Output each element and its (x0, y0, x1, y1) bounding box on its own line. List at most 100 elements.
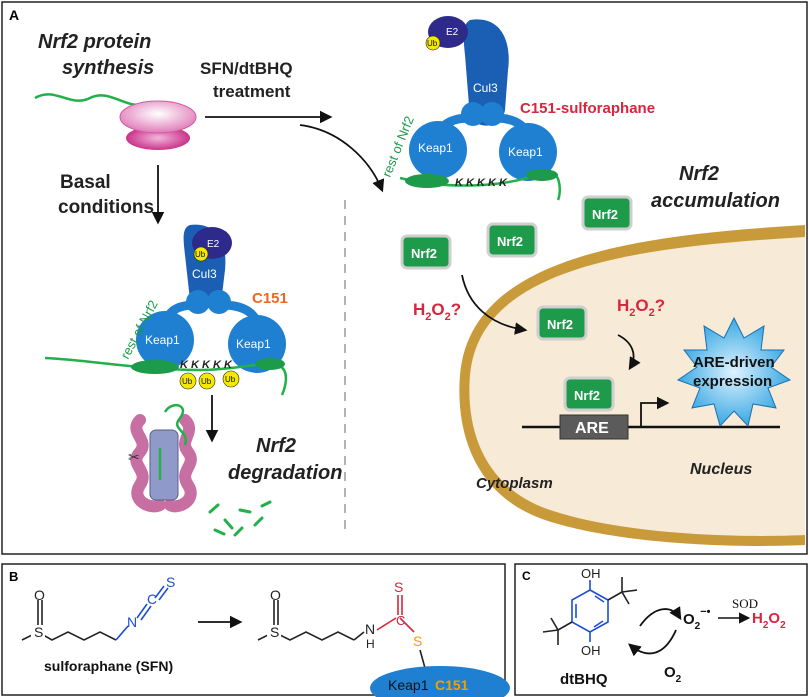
cul3-treated (463, 19, 509, 126)
cul3-label-basal: Cul3 (192, 267, 217, 281)
nrf2-fragments (208, 500, 272, 537)
svg-text:Nrf2: Nrf2 (574, 388, 600, 403)
ub-label-basal: Ub (195, 250, 206, 259)
redox-cycle-arrow-top (639, 606, 682, 627)
nrf2-box-2: Nrf2 (486, 222, 538, 258)
svg-text:H2O2?: H2O2? (413, 300, 461, 323)
basal-label-2: conditions (58, 197, 154, 218)
h2o2-product-c: H2O2 (752, 610, 786, 631)
lysines-treated: K K K K K (455, 177, 508, 189)
accumulation-label-1: Nrf2 (679, 163, 719, 185)
sfn-ncs-bonds (115, 625, 129, 641)
dtbhq-label: dtBHQ (560, 671, 608, 688)
sfn-name-label: sulforaphane (SFN) (44, 658, 173, 674)
keap1-label-left-t: Keap1 (418, 141, 453, 155)
nrf2-box-4: Nrf2 (536, 305, 588, 341)
proteasome: ✂ (128, 403, 197, 513)
transcription-arrow (640, 396, 670, 427)
nucleus-label: Nucleus (690, 461, 752, 478)
svg-text:Nrf2: Nrf2 (592, 207, 618, 222)
c151-label-b: C151 (435, 677, 469, 693)
ub-chain-1 (179, 372, 197, 390)
keap1-label-right-b: Keap1 (236, 337, 271, 351)
dtbhq-oh-bottom: OH (581, 643, 601, 658)
sod-label: SOD (732, 596, 758, 611)
adduct-dithiocarbamate (376, 595, 415, 633)
svg-text:H2O2: H2O2 (752, 610, 786, 631)
nrf2-domain-right-b (255, 358, 285, 370)
svg-text:Nrf2: Nrf2 (497, 234, 523, 249)
lysines-basal: K K K K K (180, 359, 233, 371)
sfn-atom-s: S (34, 624, 43, 640)
svg-text:Nrf2: Nrf2 (411, 246, 437, 261)
dtbhq-structure (571, 580, 609, 642)
c151-label: C151 (252, 290, 288, 307)
complex-basal: Cul3 E2 Ub Keap1 Keap1 C151 K K K K K Ub… (44, 224, 288, 396)
keap1-left-treated (409, 121, 467, 179)
panel-c-frame (514, 563, 808, 696)
c151-sfn-label: C151-sulforaphane (520, 100, 655, 117)
panel-c-letter: C (522, 569, 531, 583)
svg-text:Nrf2: Nrf2 (547, 317, 573, 332)
adduct-atom-o: O (270, 587, 281, 603)
adduct-atom-n: N (365, 621, 375, 637)
ub-chain-label-1: Ub (182, 377, 193, 386)
nrf2-box-bound: Nrf2 (563, 376, 615, 412)
are-expression-label-1: ARE-driven (693, 354, 775, 371)
are-label: ARE (575, 420, 609, 437)
e2-label-treated: E2 (446, 27, 459, 38)
svg-text:O2−•: O2−• (683, 606, 711, 632)
e2-label-basal: E2 (207, 239, 220, 250)
adduct-atom-h: H (366, 637, 375, 651)
ub-basal (193, 246, 209, 262)
sfn-atom-o: O (34, 587, 45, 603)
synthesis-label-1: Nrf2 protein (38, 31, 151, 53)
adduct-s-cys-bond (419, 649, 426, 669)
ub-chain-label-3: Ub (225, 375, 236, 384)
are-expression-burst (676, 316, 792, 428)
nrf2-domain-left-t (405, 174, 449, 188)
panel-a-frame (1, 1, 808, 555)
treatment-label-1: SFN/dtBHQ (200, 59, 293, 78)
keap1-label-right-t: Keap1 (508, 145, 543, 159)
panel-a-letter: A (9, 7, 19, 23)
mrna-strand (34, 93, 149, 107)
h2o2-arrow-right (617, 334, 641, 371)
basal-label-1: Basal (60, 172, 111, 193)
accumulation-label-2: accumulation (651, 190, 780, 212)
adduct-atom-s-top: S (394, 579, 403, 595)
sfn-atom-s2: S (166, 574, 175, 590)
svg-text:H2O2?: H2O2? (617, 296, 665, 319)
nrf2-box-1: Nrf2 (581, 195, 633, 231)
adduct-atom-s-link: S (413, 633, 422, 649)
sfn-atom-c: C (147, 591, 157, 607)
sfn-atom-n: N (127, 614, 137, 630)
cul3-label-treated: Cul3 (473, 81, 498, 95)
h2o2-question-right: H2O2? (617, 296, 665, 319)
h2o2-question-left: H2O2? (413, 300, 461, 323)
sfn-s-bg (31, 625, 45, 639)
dtbhq-tbutyl (542, 577, 638, 645)
treatment-label-2: treatment (213, 82, 291, 101)
ub-label-treated: Ub (427, 39, 438, 48)
are-box (559, 414, 629, 440)
keap1-label-b: Keap1 (388, 677, 429, 693)
dtbhq-oh-top: OH (581, 566, 601, 581)
keap1-right-treated (499, 123, 557, 181)
sfn-ncs (136, 585, 169, 621)
keap1-left-basal (136, 311, 194, 369)
keap1-protein-b (370, 666, 510, 697)
nrf2-box-3: Nrf2 (400, 234, 452, 270)
scissors-icon: ✂ (128, 449, 140, 465)
synthesis-label-2: synthesis (62, 57, 154, 79)
complex-treated: Cul3 E2 Ub Keap1 Keap1 C151-sulforaphane… (379, 16, 655, 201)
adduct-s-bg (267, 625, 281, 639)
superoxide-label: O2−• (683, 606, 711, 632)
panel-b-letter: B (9, 569, 18, 584)
degradation-label-1: Nrf2 (256, 435, 296, 457)
panel-b-frame (1, 563, 506, 696)
adduct-atom-s: S (270, 624, 279, 640)
ub-chain-label-2: Ub (201, 377, 212, 386)
